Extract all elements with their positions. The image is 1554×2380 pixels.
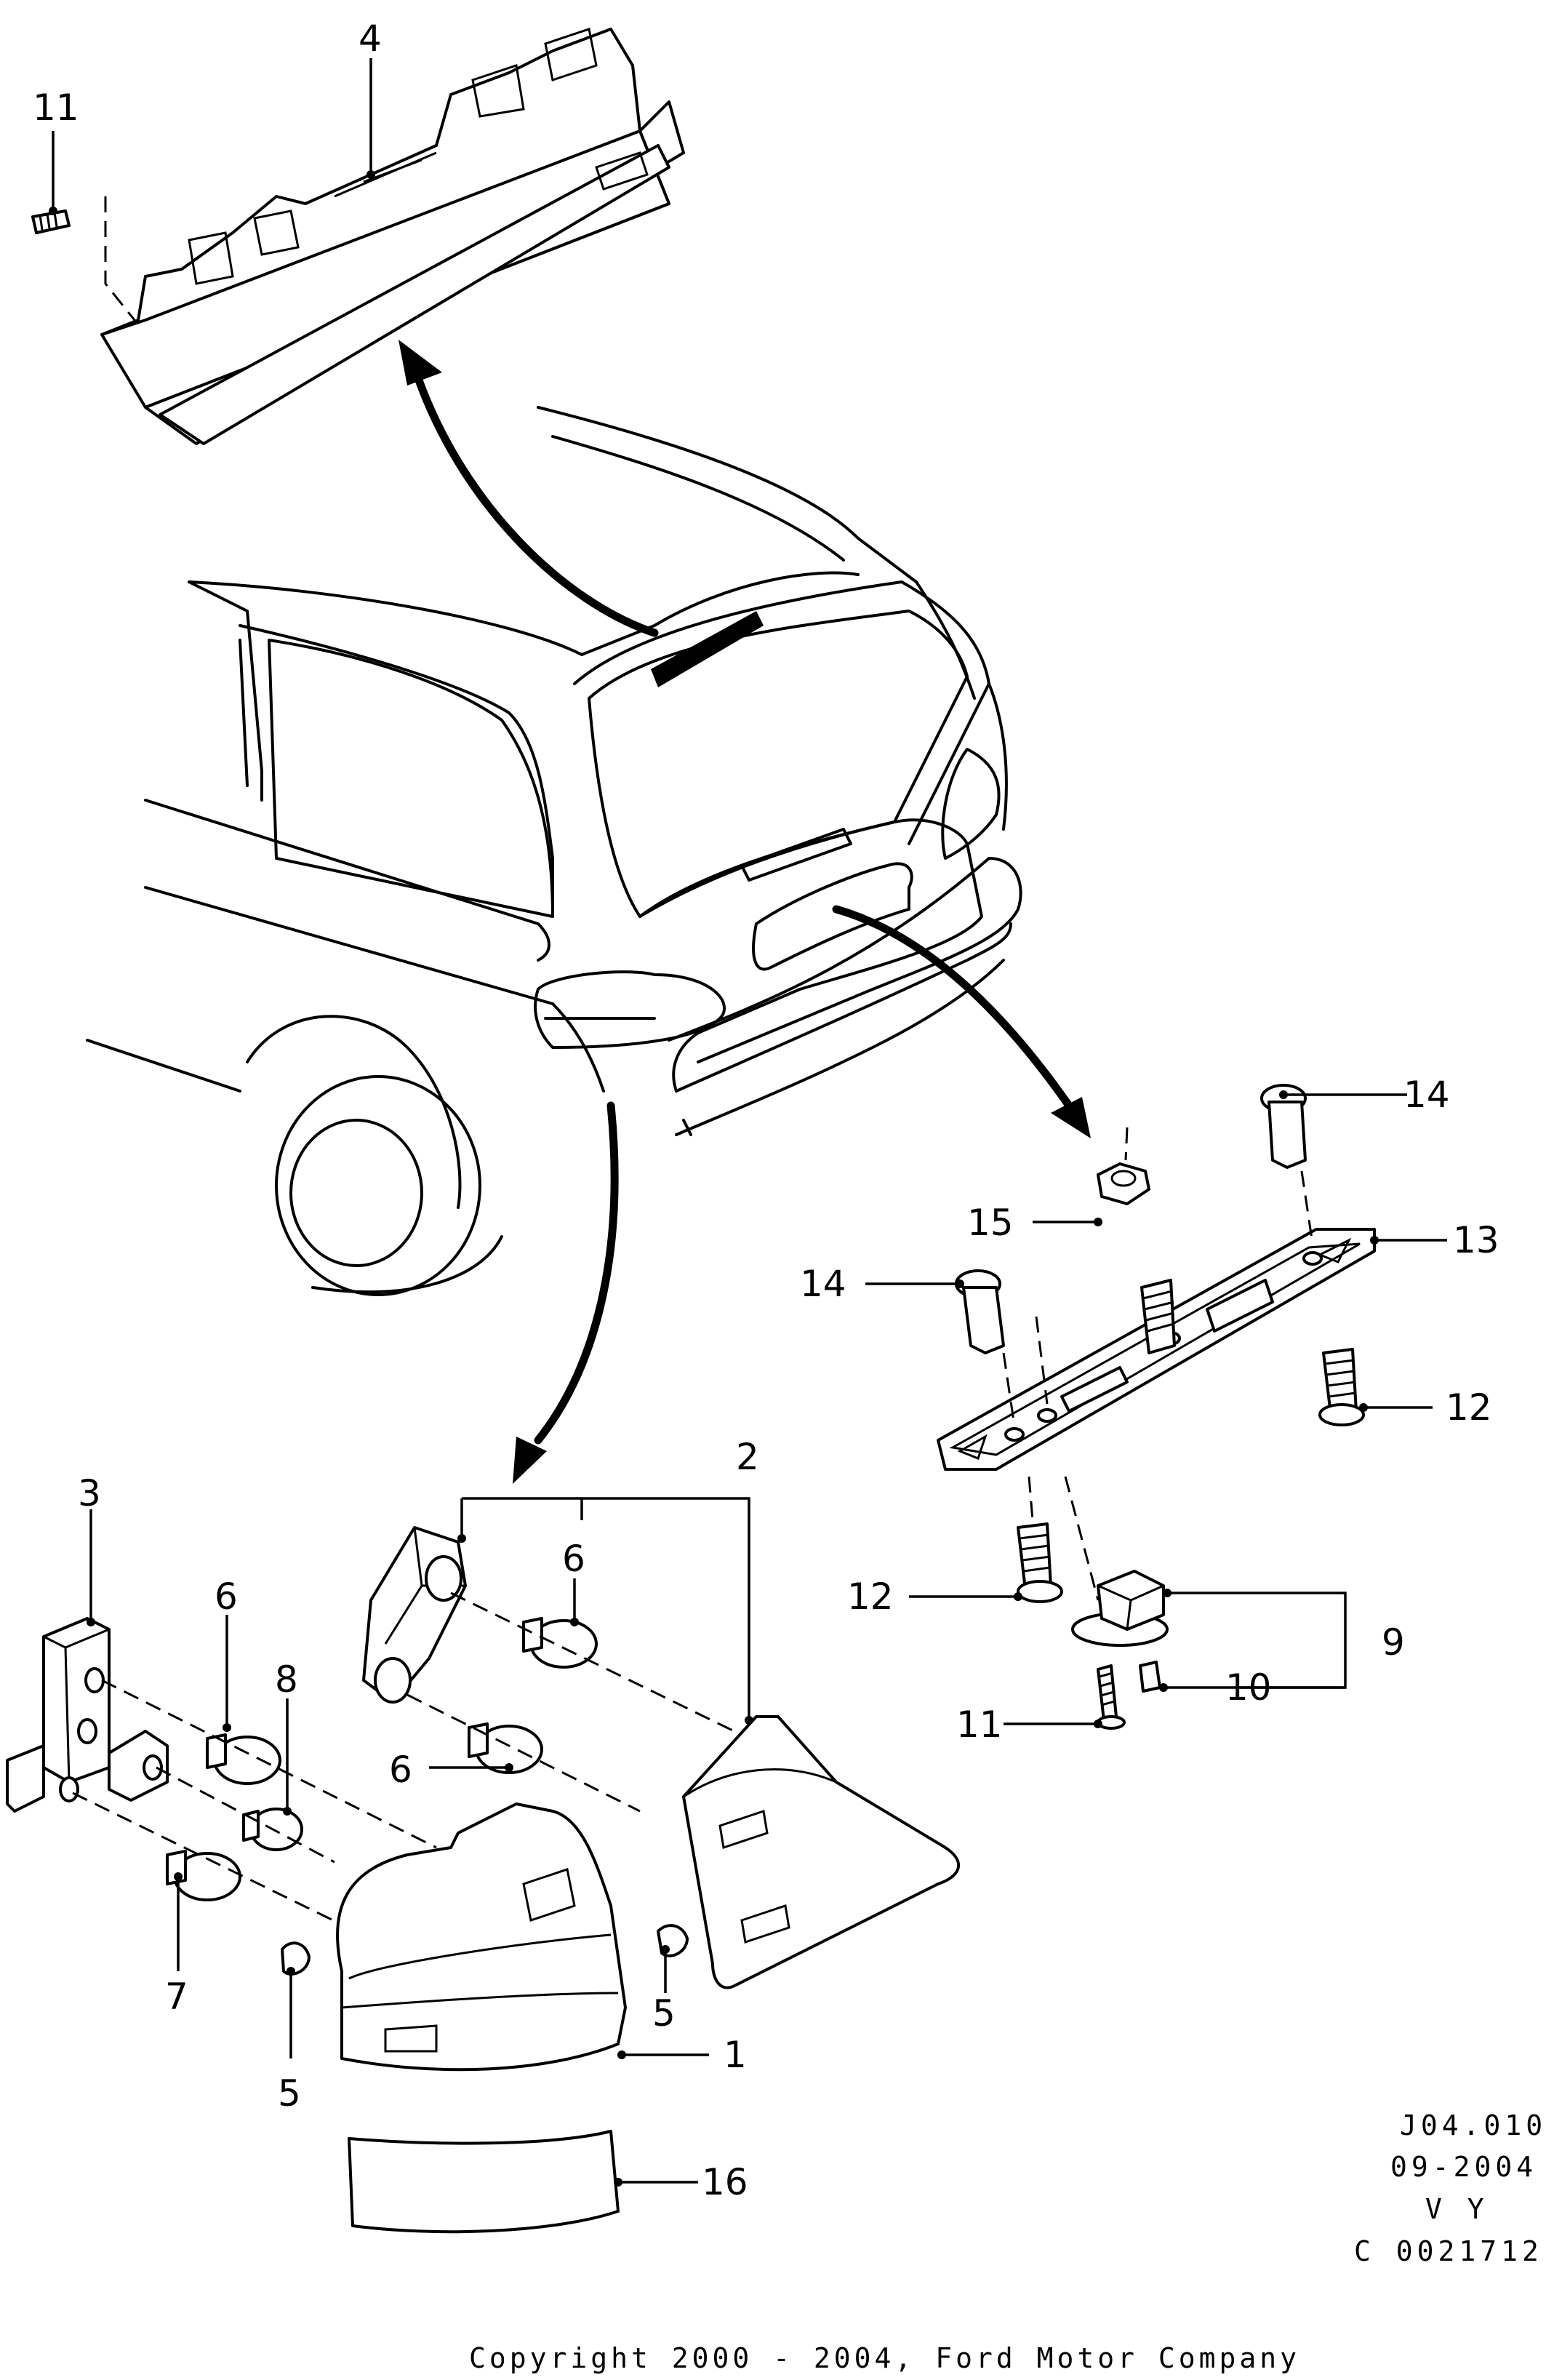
callout-10: 10 (1225, 1666, 1272, 1709)
callout-14: 14 (800, 1263, 846, 1305)
part-8-bulb (242, 1808, 303, 1851)
part-15-nut (1097, 1127, 1176, 1354)
part-2-lamp-lens (682, 1715, 961, 1989)
callout-9: 9 (1382, 1621, 1405, 1664)
callout-11: 11 (956, 1704, 1003, 1746)
arrow-to-tail-lamp (534, 1101, 619, 1445)
callout-12: 12 (1446, 1386, 1492, 1429)
vehicle-outline (86, 406, 1022, 1296)
callout-6: 6 (215, 1576, 238, 1618)
part-11-screw-bottom (1097, 1664, 1126, 1730)
reference-drawing-number: C 0021712 C (1354, 2235, 1554, 2267)
part-9-plate-lamp (1071, 1570, 1169, 1647)
callout-4: 4 (359, 17, 382, 60)
copyright-notice: Copyright 2000 - 2004, Ford Motor Compan… (469, 2342, 1300, 2374)
high-mount-lamp-location (651, 611, 764, 687)
part-3-bulb-holder (6, 1617, 169, 1813)
callout-6: 6 (562, 1538, 585, 1580)
callout-labels: 11 4 14 15 13 14 12 12 9 10 11 2 3 6 6 8… (33, 17, 1499, 2203)
assembly-dash-lines (72, 1592, 750, 1951)
callout-2: 2 (736, 1436, 759, 1478)
part-16-reflector (348, 2130, 620, 2234)
arrow-to-plate-lamp (832, 905, 1073, 1110)
part-6-bulbs (206, 1617, 598, 1785)
drawing-reference-block: J04.010 09-2004 V Y C 0021712 C (1354, 2109, 1554, 2267)
callout-12: 12 (847, 1576, 894, 1618)
callout-16: 16 (702, 2161, 748, 2203)
callout-13: 13 (1453, 1219, 1499, 1261)
callout-8: 8 (275, 1658, 298, 1701)
part-10-bulb (1139, 1661, 1161, 1693)
part-4-high-mount-stop-lamp (100, 28, 685, 445)
callout-7: 7 (165, 1976, 188, 2018)
callout-5: 5 (278, 2072, 301, 2115)
callout-14: 14 (1403, 1074, 1450, 1116)
reference-code: J04.010 (1400, 2109, 1547, 2141)
reference-date: 09-2004 (1390, 2151, 1537, 2183)
part-1-tail-lamp (336, 1802, 627, 2072)
arrow-to-high-mount-lamp (414, 374, 659, 637)
callout-15: 15 (967, 1202, 1014, 1244)
location-arrows (398, 340, 1091, 1484)
callout-6: 6 (389, 1749, 412, 1791)
reference-initials: V Y (1425, 2193, 1489, 2225)
callout-3: 3 (78, 1472, 101, 1514)
leader-lines (49, 58, 1447, 2187)
part-12-screws (1017, 1348, 1365, 1603)
callout-11: 11 (33, 87, 79, 129)
part-2-lamp-socket-carrier (362, 1526, 467, 1704)
callout-5: 5 (652, 1992, 676, 2034)
part-11-screw-top (31, 196, 136, 321)
callout-1: 1 (724, 2034, 747, 2076)
